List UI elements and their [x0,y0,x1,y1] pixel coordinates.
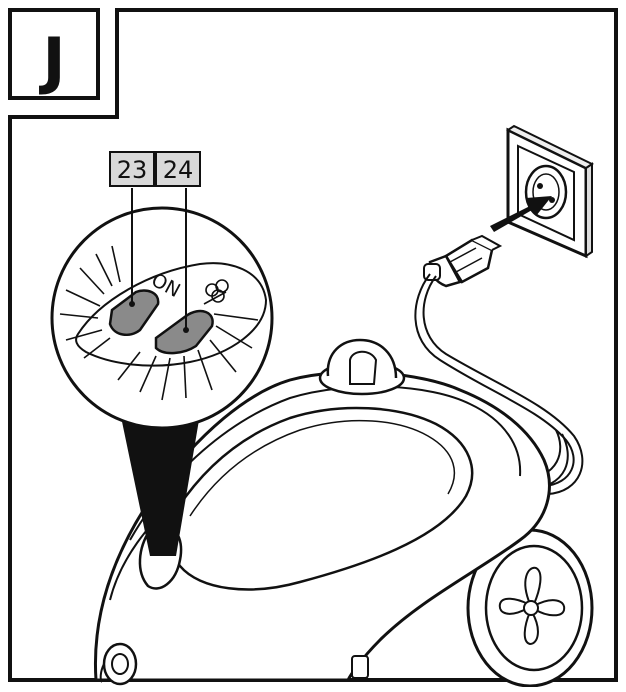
arrow-icon [490,196,552,232]
step-letter: J [38,24,65,97]
magnifier-pointer [120,412,200,556]
callout-24-label: 24 [163,156,194,184]
callout-23-label: 23 [117,156,148,184]
switch-panel [75,262,268,367]
on-switch[interactable] [108,289,160,337]
callout-23: 23 [109,151,155,187]
callout-24: 24 [155,151,201,187]
power-plug-icon [423,234,503,288]
magnifier-callout: ON [50,188,274,556]
rear-wheel [466,528,594,688]
steam-symbol-icon [203,279,229,305]
steam-cleaner-body [93,338,551,686]
